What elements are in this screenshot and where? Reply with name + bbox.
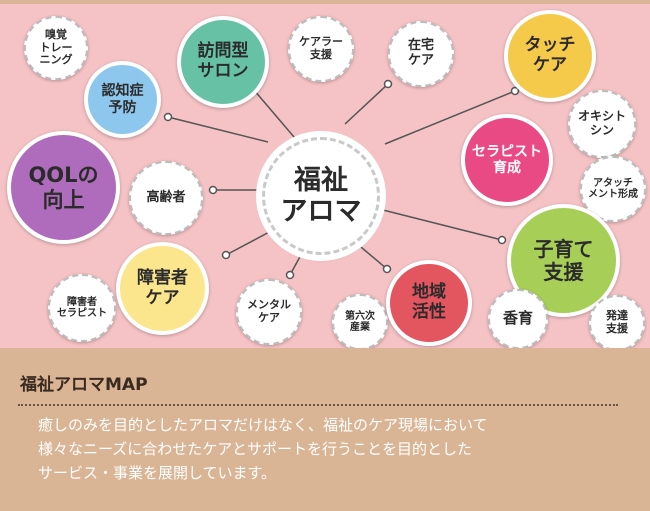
node-disability-therapist: 障害者 セラピスト <box>48 274 116 342</box>
node-label: 嗅覚 トレー ニング <box>39 28 73 67</box>
node-label: 高齢者 <box>146 189 186 205</box>
node-touch-care: タッチ ケア <box>504 10 596 102</box>
description-line: サービス・事業を展開しています。 <box>38 464 277 482</box>
node-mental-care: メンタル ケア <box>236 279 302 345</box>
node-tertiary-industry: 第六次 産業 <box>332 294 388 348</box>
node-label: メンタル ケア <box>247 298 291 324</box>
footer-description: 癒しのみを目的としたアロマだけはなく、福祉のケア現場において 様々なニーズに合わ… <box>38 413 628 485</box>
node-home-care: 在宅 ケア <box>388 21 454 87</box>
node-development-support: 発達 支援 <box>589 295 645 348</box>
node-label: QOLの 向上 <box>28 163 99 212</box>
node-therapist-training: セラピスト 育成 <box>461 114 553 206</box>
node-label: アタッチ メント形成 <box>588 177 638 201</box>
node-oxytocin: オキシト シン <box>568 90 636 158</box>
node-label: 在宅 ケア <box>407 38 434 68</box>
node-label: ケアラー 支援 <box>299 35 343 61</box>
description-line: 癒しのみを目的としたアロマだけはなく、福祉のケア現場において <box>38 416 488 434</box>
center-label: 福祉 アロマ <box>280 164 362 227</box>
footer-panel: 福祉アロマMAP 癒しのみを目的としたアロマだけはなく、福祉のケア現場において … <box>0 348 650 511</box>
node-label: 地域 活性 <box>412 282 446 322</box>
node-label: 訪問型 サロン <box>197 41 249 81</box>
node-label: 障害者 セラピスト <box>57 296 107 320</box>
node-label: 障害者 ケア <box>137 267 188 308</box>
node-label: セラピスト 育成 <box>472 143 542 176</box>
aroma-map: 福祉 アロマ 嗅覚 トレー ニング 認知症 予防 訪問型 サロン ケアラー 支援… <box>0 0 650 348</box>
node-label: オキシト シン <box>577 109 626 137</box>
node-label: 第六次 産業 <box>345 310 375 334</box>
node-visiting-salon: 訪問型 サロン <box>177 16 269 108</box>
node-label: 発達 支援 <box>606 309 628 335</box>
node-qol-improvement: QOLの 向上 <box>7 131 120 244</box>
node-disability-care: 障害者 ケア <box>116 242 209 335</box>
footer-title: 福祉アロマMAP <box>20 375 148 395</box>
node-label: 子育て 支援 <box>533 236 594 284</box>
node-label: 香育 <box>502 309 533 328</box>
node-label: 認知症 予防 <box>101 83 144 116</box>
node-smell-training: 嗅覚 トレー ニング <box>24 16 88 80</box>
node-incense-education: 香育 <box>488 289 548 348</box>
node-dementia-prevention: 認知症 予防 <box>84 61 161 138</box>
node-childcare-support: 子育て 支援 <box>507 204 620 317</box>
node-elderly: 高齢者 <box>129 161 203 235</box>
center-node-welfare-aroma: 福祉 アロマ <box>262 137 380 255</box>
dotted-divider <box>18 404 618 406</box>
connector-lines <box>163 71 520 280</box>
node-carer-support: ケアラー 支援 <box>288 16 354 82</box>
node-label: タッチ ケア <box>524 35 576 75</box>
description-line: 様々なニーズに合わせたケアとサポートを行うことを目的とした <box>38 440 472 458</box>
node-regional-revitalization: 地域 活性 <box>386 260 472 346</box>
